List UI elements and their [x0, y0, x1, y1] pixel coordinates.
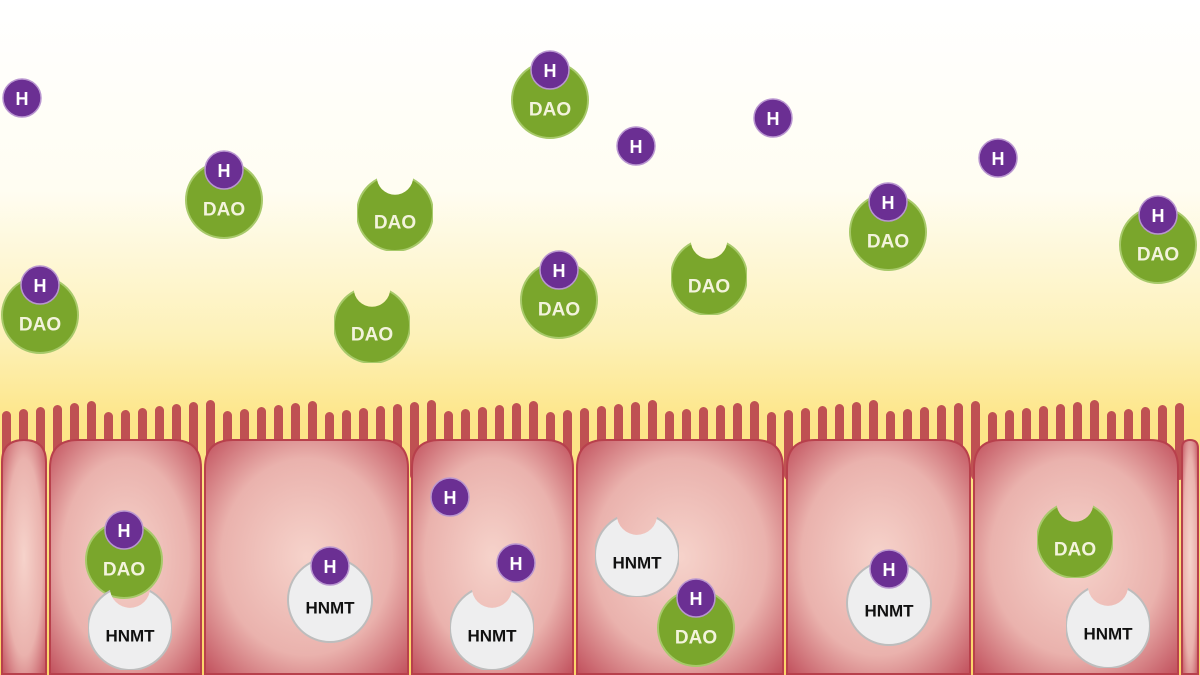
molecules-layer: HHHHHHDAOHDAOHDAOHDAOHDAOHDAOHDAOHDAOHDA…	[1, 50, 1197, 671]
hnmt-label: HNMT	[467, 627, 517, 646]
histamine-label: H	[882, 193, 895, 213]
histamine-label: H	[883, 560, 896, 580]
dao-label: DAO	[538, 300, 580, 321]
hnmt-enzyme: HNMT	[594, 512, 680, 598]
hnmt-label: HNMT	[105, 627, 155, 646]
histamine-label: H	[767, 109, 780, 129]
histamine-label: H	[544, 61, 557, 81]
histamine-label: H	[690, 589, 703, 609]
histamine-molecule: H	[204, 150, 244, 190]
dao-label: DAO	[675, 628, 717, 649]
epithelial-cell	[1181, 438, 1199, 675]
histamine-label: H	[553, 261, 566, 281]
dao-label: DAO	[203, 200, 245, 221]
dao-label: DAO	[1137, 245, 1179, 266]
histamine-label: H	[992, 149, 1005, 169]
dao-enzyme: DAO	[333, 286, 411, 364]
dao-label: DAO	[1054, 540, 1096, 561]
dao-label: DAO	[867, 232, 909, 253]
dao-label: DAO	[351, 325, 393, 346]
dao-label: DAO	[529, 100, 571, 121]
histamine-label: H	[1152, 206, 1165, 226]
hnmt-label: HNMT	[305, 599, 355, 618]
dao-enzyme: DAO	[1036, 501, 1114, 579]
dao-histamine-complex: DAO H	[1, 265, 79, 354]
dao-histamine-complex: DAO H	[657, 578, 735, 667]
hnmt-label: HNMT	[1083, 625, 1133, 644]
hnmt-enzyme: HNMT	[87, 585, 173, 671]
histamine-molecule: H	[539, 250, 579, 290]
epithelial-cell	[1, 438, 47, 675]
dao-enzyme: DAO	[670, 238, 748, 316]
dao-histamine-complex: DAO H	[849, 182, 927, 271]
dao-histamine-complex: DAO H	[85, 510, 163, 599]
histamine-molecule: H	[676, 578, 716, 618]
histamine-molecule: H	[104, 510, 144, 550]
epithelial-cell	[204, 439, 409, 675]
dao-label: DAO	[103, 560, 145, 581]
histamine-label: H	[16, 89, 29, 109]
histamine-molecule: H	[1138, 195, 1178, 235]
hnmt-label: HNMT	[612, 554, 662, 573]
dao-label: DAO	[374, 213, 416, 234]
histamine-molecule: H	[430, 477, 470, 517]
histamine-molecule: H	[310, 546, 350, 586]
histamine-label: H	[324, 557, 337, 577]
histamine-label: H	[510, 554, 523, 574]
histamine-label: H	[218, 161, 231, 181]
histamine-molecule: H	[530, 50, 570, 90]
hnmt-histamine-complex: HNMT H	[287, 546, 373, 643]
dao-histamine-complex: DAO H	[511, 50, 589, 139]
histamine-label: H	[444, 488, 457, 508]
hnmt-label: HNMT	[864, 602, 914, 621]
hnmt-enzyme: HNMT	[449, 585, 535, 671]
histamine-label: H	[34, 276, 47, 296]
histamine-label: H	[630, 137, 643, 157]
hnmt-histamine-complex: HNMT H	[846, 549, 932, 646]
dao-enzyme: DAO	[356, 174, 434, 252]
histamine-molecule: H	[753, 98, 793, 138]
histamine-molecule: H	[20, 265, 60, 305]
histamine-molecule: H	[496, 543, 536, 583]
dao-label: DAO	[19, 315, 61, 336]
histamine-molecule: H	[868, 182, 908, 222]
dao-label: DAO	[688, 277, 730, 298]
histamine-molecule: H	[869, 549, 909, 589]
dao-histamine-complex: DAO H	[185, 150, 263, 239]
histamine-molecule: H	[978, 138, 1018, 178]
histamine-molecule: H	[616, 126, 656, 166]
dao-histamine-complex: DAO H	[1119, 195, 1197, 284]
dao-histamine-complex: DAO H	[520, 250, 598, 339]
hnmt-enzyme: HNMT	[1065, 583, 1151, 669]
histamine-molecule: H	[2, 78, 42, 118]
histamine-label: H	[118, 521, 131, 541]
